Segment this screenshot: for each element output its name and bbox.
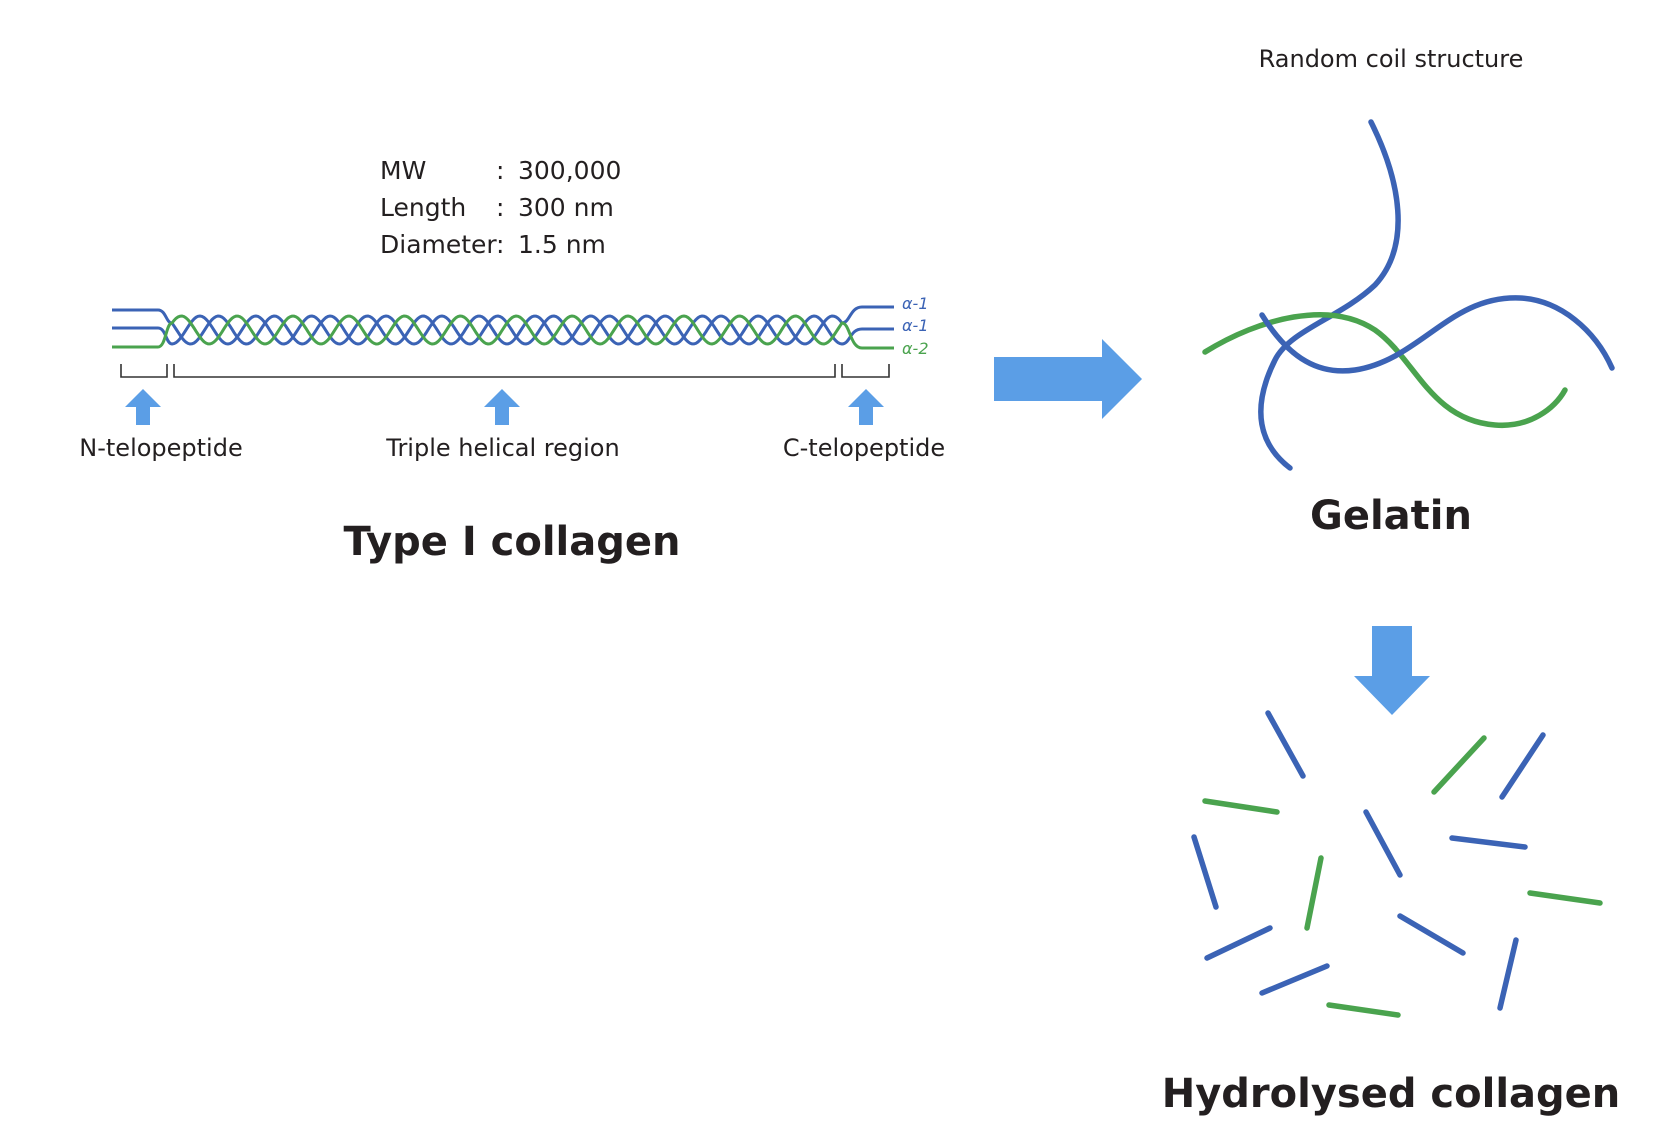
gelatin-random-coil	[1202, 119, 1615, 471]
triple-helix	[112, 305, 894, 350]
n-telopeptide-label: N-telopeptide	[79, 434, 243, 462]
diameter-label: Diameter	[380, 230, 497, 259]
fragment-14	[1326, 1002, 1401, 1018]
fragment-8	[1304, 855, 1324, 931]
hydrolysed-collagen-title: Hydrolysed collagen	[1161, 1071, 1621, 1117]
fragment-2	[1431, 735, 1487, 795]
fragment-12	[1497, 937, 1519, 1011]
n-telopeptide-arrow-icon	[125, 389, 161, 425]
mw-separator: :	[496, 156, 505, 185]
gelatin-chain-1	[1258, 119, 1401, 471]
region-brackets	[120, 364, 890, 378]
c-telopeptide-bracket	[841, 364, 890, 378]
n-telopeptide-bracket	[120, 364, 168, 378]
c-telopeptide-arrow-icon	[848, 389, 884, 425]
length-separator: :	[496, 193, 505, 222]
gelatin-chain-3	[1259, 295, 1615, 374]
length-value: 300 nm	[518, 193, 614, 222]
fragment-5	[1363, 809, 1403, 878]
alpha-1-strand-b	[112, 314, 894, 346]
fragment-9	[1527, 890, 1603, 906]
diameter-value: 1.5 nm	[518, 230, 606, 259]
chain-label-alpha-1-middle: α-1	[902, 316, 929, 335]
fragment-6	[1449, 835, 1528, 850]
diameter-separator: :	[496, 230, 505, 259]
fragment-7	[1191, 834, 1219, 910]
fragment-1	[1265, 710, 1306, 779]
triple-helical-label: Triple helical region	[386, 434, 620, 462]
alpha-2-strand	[112, 314, 894, 350]
triple-helical-bracket	[173, 364, 836, 378]
chain-label-alpha-2: α-2	[902, 339, 929, 358]
gelatin-title: Gelatin	[1310, 493, 1472, 539]
fragment-11	[1204, 925, 1273, 961]
fragment-3	[1499, 732, 1546, 800]
random-coil-label: Random coil structure	[1258, 45, 1524, 73]
hydrolysed-fragments	[1191, 710, 1603, 1018]
fragment-10	[1397, 913, 1466, 956]
fragment-13	[1259, 963, 1330, 996]
chain-label-alpha-1-top: α-1	[902, 294, 929, 313]
right-arrow-icon	[994, 339, 1142, 419]
mw-label: MW	[380, 156, 427, 185]
mw-value: 300,000	[518, 156, 622, 185]
c-telopeptide-label: C-telopeptide	[782, 434, 946, 462]
length-label: Length	[380, 193, 467, 222]
gelatin-chain-2	[1202, 312, 1568, 428]
fragment-4	[1202, 798, 1280, 815]
down-arrow-icon	[1354, 626, 1430, 715]
type-i-collagen-title: Type I collagen	[343, 519, 681, 565]
triple-helical-arrow-icon	[484, 389, 520, 425]
